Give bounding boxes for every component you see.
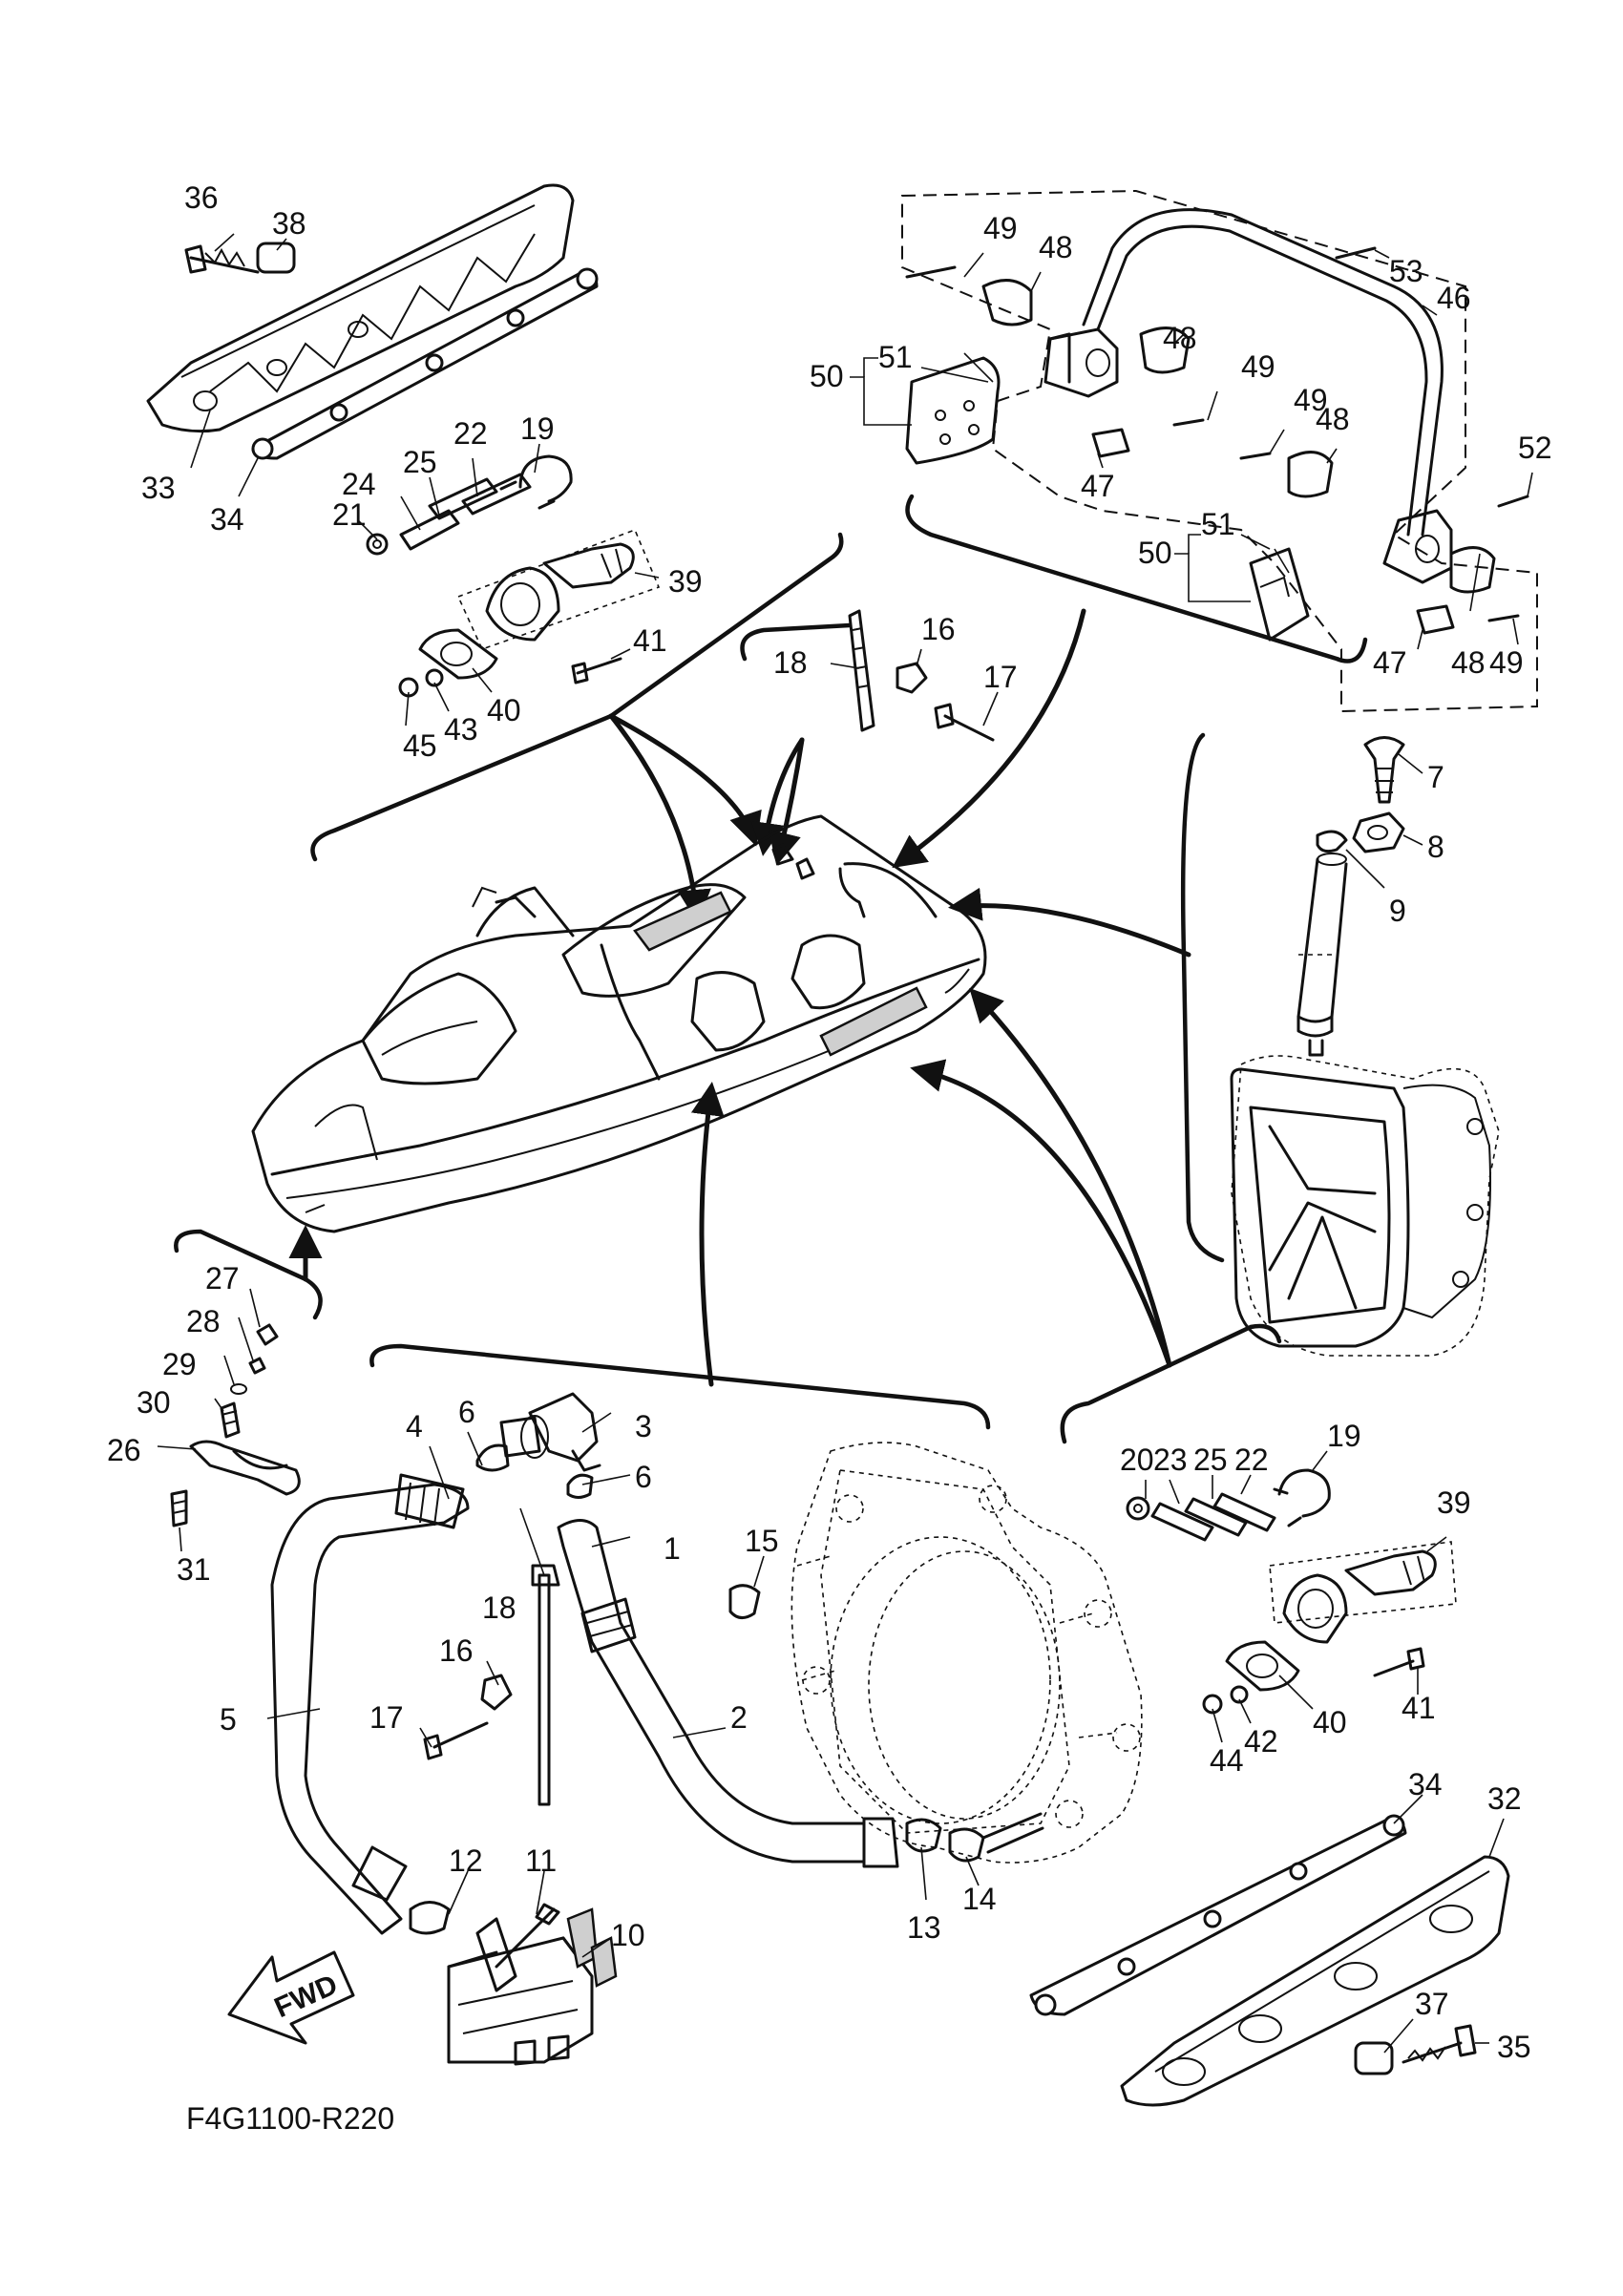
part-label: 15 <box>745 1524 779 1558</box>
handle-assembly-upper-right <box>901 189 1538 713</box>
fwd-arrow <box>227 1950 355 2045</box>
part-label: 50 <box>810 359 844 393</box>
part-label: 43 <box>444 712 478 747</box>
pointer-arrows <box>288 608 1191 1387</box>
part-label: 48 <box>1451 645 1486 680</box>
part-label: 48 <box>1316 402 1350 436</box>
part-label: 48 <box>1163 321 1197 355</box>
label-brackets <box>850 357 1271 602</box>
part-label: 36 <box>184 180 219 215</box>
part-label: 10 <box>611 1918 645 1952</box>
part-label: 21 <box>332 497 367 532</box>
part-label: 46 <box>1437 281 1471 315</box>
part-label: 40 <box>1313 1705 1347 1739</box>
group-brackets <box>174 494 1368 1444</box>
part-label: 29 <box>162 1347 197 1381</box>
part-label: 12 <box>449 1843 483 1878</box>
hook-assembly-lower-right <box>1126 1450 1457 1743</box>
rail-assembly-upper-left <box>146 183 599 497</box>
part-label: 34 <box>210 502 244 537</box>
hook-assembly-upper-left <box>398 528 661 727</box>
part-number-labels: 1 2 3 4 5 6 6 7 8 9 10 11 12 13 14 15 16… <box>107 180 1552 2064</box>
strap-clip-upper <box>830 609 999 742</box>
part-label: 41 <box>633 623 667 658</box>
part-label: 30 <box>137 1385 171 1420</box>
part-label: 38 <box>272 206 306 241</box>
part-label: 28 <box>186 1304 221 1338</box>
part-label: 9 <box>1389 894 1406 928</box>
part-label: 11 <box>525 1843 557 1878</box>
part-label: 47 <box>1373 645 1407 680</box>
part-label: 25 <box>403 445 437 479</box>
jet-ski-hull <box>251 814 987 1233</box>
part-label: 14 <box>962 1882 997 1916</box>
part-label: 16 <box>439 1633 474 1668</box>
part-label: 17 <box>983 660 1018 694</box>
rail-assembly-lower-right <box>1029 1794 1510 2107</box>
part-label: 19 <box>520 411 555 446</box>
part-label: 22 <box>1234 1443 1269 1477</box>
part-label: 53 <box>1389 254 1423 288</box>
part-label: 25 <box>1193 1443 1228 1477</box>
part-label: 39 <box>668 564 703 599</box>
part-label: 50 <box>1138 536 1172 570</box>
part-label: 22 <box>453 416 488 451</box>
part-label: 49 <box>1241 349 1275 384</box>
part-label: 5 <box>220 1702 237 1737</box>
part-label: 39 <box>1437 1485 1471 1520</box>
part-label: 6 <box>458 1395 475 1429</box>
part-label: 18 <box>773 645 808 680</box>
part-label: 26 <box>107 1433 141 1467</box>
part-label: 37 <box>1415 1987 1449 2021</box>
jet-nozzle-right <box>1230 736 1500 1357</box>
part-label: 8 <box>1427 830 1444 864</box>
mount-hardware-upper-left <box>357 443 573 556</box>
part-label: 6 <box>635 1460 652 1494</box>
part-label: 49 <box>1489 645 1524 680</box>
part-label: 1 <box>664 1531 681 1566</box>
part-label: 3 <box>635 1409 652 1443</box>
part-label: 27 <box>205 1261 240 1295</box>
part-label: 17 <box>369 1700 404 1735</box>
part-label: 47 <box>1081 469 1115 503</box>
part-label: 35 <box>1497 2030 1531 2064</box>
part-label: 16 <box>921 612 956 646</box>
part-label: 52 <box>1518 431 1552 465</box>
part-label: 33 <box>141 471 176 505</box>
part-label: 40 <box>487 693 521 727</box>
part-label: 49 <box>1294 383 1328 417</box>
part-label: 51 <box>1201 507 1235 541</box>
part-label: 41 <box>1402 1691 1436 1725</box>
part-label: 44 <box>1210 1743 1244 1778</box>
hose-system-lower <box>266 1392 1044 2066</box>
part-label: 49 <box>983 211 1018 245</box>
pump-housing-lower <box>728 1442 1143 1864</box>
part-label: 32 <box>1487 1781 1522 1816</box>
part-label: 18 <box>482 1590 516 1625</box>
part-label: 2 <box>730 1700 748 1735</box>
part-label: 51 <box>878 340 913 374</box>
part-label: 24 <box>342 467 376 501</box>
part-label: 13 <box>907 1910 941 1945</box>
clamp-bracket-left <box>157 1288 301 1552</box>
part-label: 42 <box>1244 1724 1278 1759</box>
part-label: 4 <box>406 1409 423 1443</box>
part-label: 45 <box>403 728 437 763</box>
drawing-code: F4G1100-R220 <box>186 2101 394 2136</box>
part-label: 34 <box>1408 1767 1443 1801</box>
part-label: 31 <box>177 1552 211 1587</box>
part-label: 23 <box>1153 1443 1188 1477</box>
part-label: 48 <box>1039 230 1073 264</box>
part-label: 20 <box>1120 1443 1154 1477</box>
part-label: 19 <box>1327 1419 1361 1453</box>
part-label: 7 <box>1427 760 1444 794</box>
